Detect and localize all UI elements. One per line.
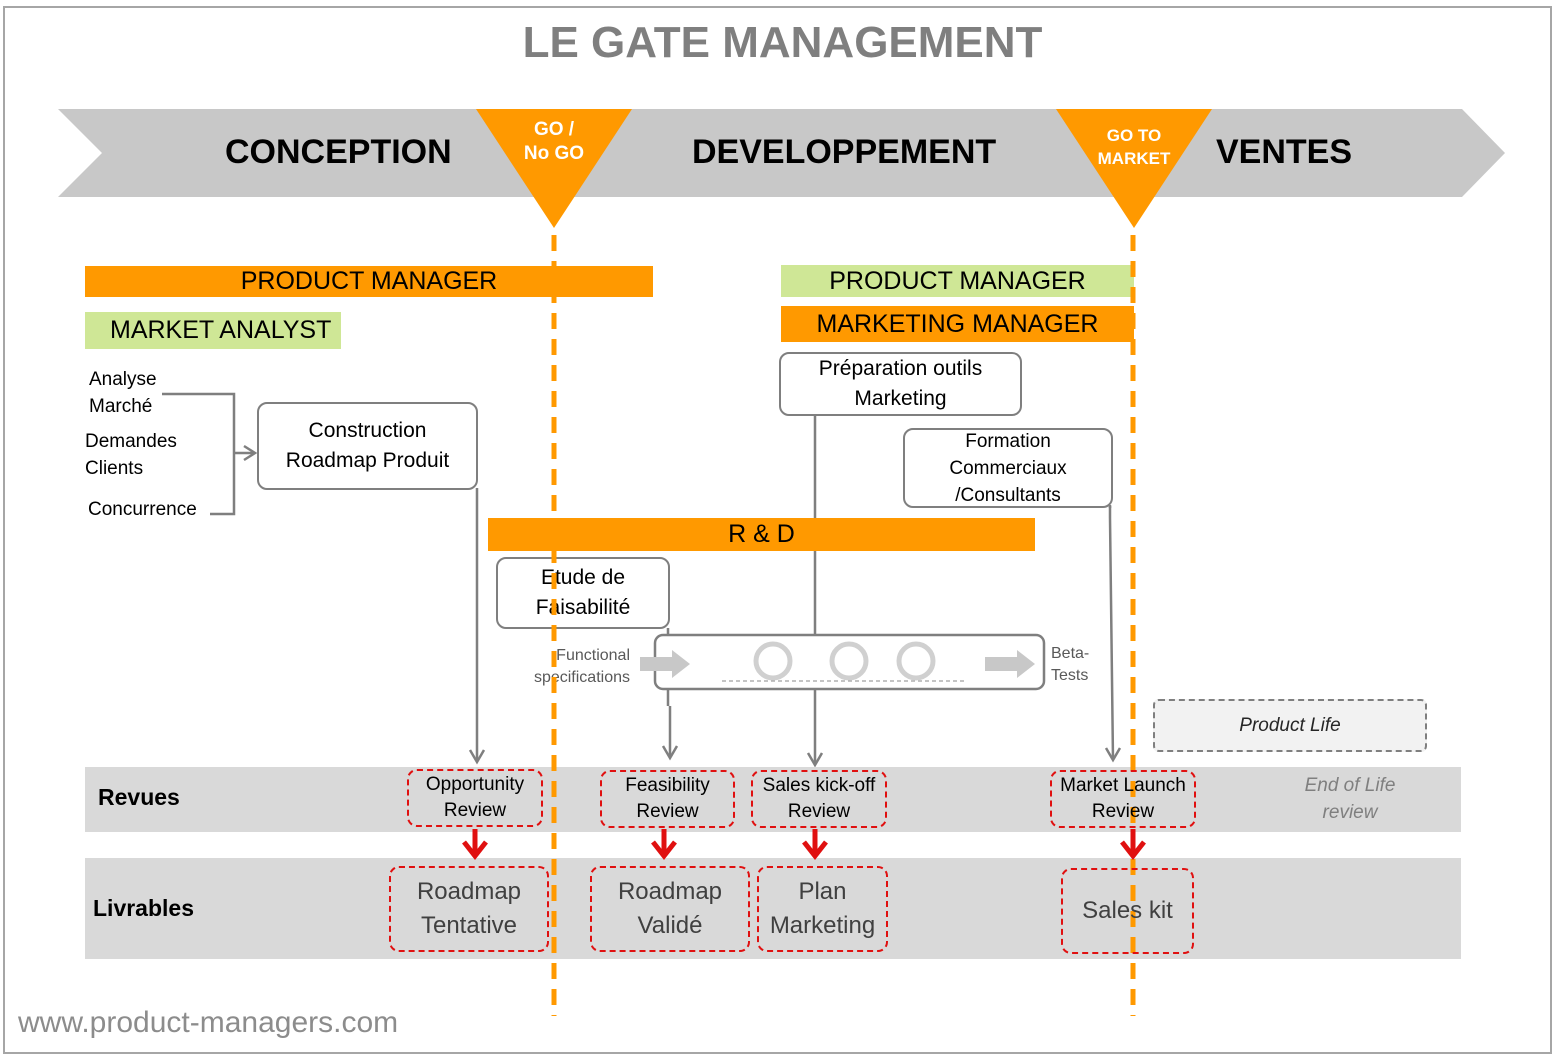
gate-go-to-market-triangle — [1056, 109, 1212, 228]
deliverable-sales-kit: Sales kit — [1061, 868, 1194, 954]
phase-conception: CONCEPTION — [225, 133, 452, 171]
dev-cycle-arrow-in — [640, 650, 690, 678]
role-product-manager-left: PRODUCT MANAGER — [85, 266, 653, 297]
dev-cycle-arrow-out — [985, 650, 1035, 678]
review-to-deliverable-arrows — [462, 829, 1146, 861]
livrables-band — [85, 858, 1461, 959]
page-frame — [3, 6, 1552, 1054]
gate-go-nogo-label: GO /No GO — [523, 119, 585, 164]
input-concurrence: Concurrence — [88, 499, 197, 520]
gate-go-nogo-triangle — [476, 109, 632, 228]
footer-url[interactable]: www.product-managers.com — [18, 1006, 399, 1039]
iteration-cycles — [753, 641, 936, 681]
row-label-livrables: Livrables — [93, 895, 194, 921]
row-label-revues: Revues — [98, 784, 180, 810]
revues-band — [85, 767, 1461, 832]
page-title: LE GATE MANAGEMENT — [522, 18, 1043, 67]
role-product-manager-right: PRODUCT MANAGER — [781, 265, 1134, 297]
role-rnd: R & D — [488, 518, 1035, 551]
phase-developpement: DEVELOPPEMENT — [692, 133, 997, 171]
role-marketing-manager: MARKETING MANAGER — [781, 306, 1134, 342]
phase-ventes: VENTES — [1216, 133, 1353, 171]
product-life-box: Product Life — [1153, 699, 1427, 752]
role-market-analyst: MARKET ANALYST — [85, 312, 341, 349]
beta-tests-label: Beta-Tests — [1051, 645, 1090, 684]
inputs-bracket — [162, 392, 258, 516]
